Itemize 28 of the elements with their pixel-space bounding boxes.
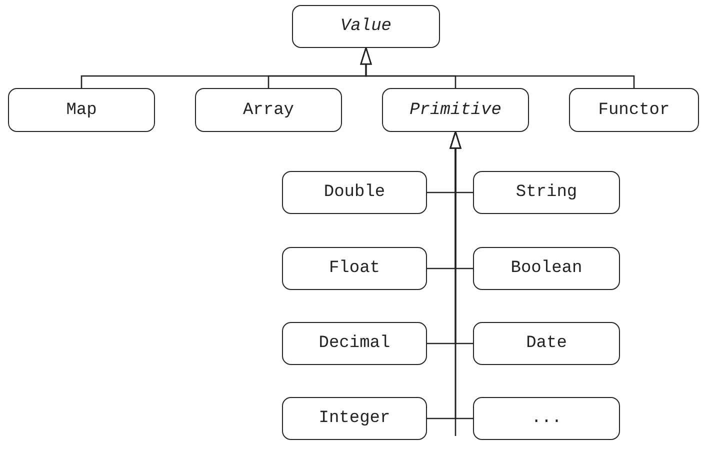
class-box [569, 88, 699, 132]
class-box [282, 171, 427, 214]
class-box [473, 171, 620, 214]
class-name: Float [328, 259, 380, 278]
class-name: Double [324, 183, 386, 202]
class-box [382, 88, 529, 132]
class-name: Primitive [410, 100, 502, 120]
class-box [282, 322, 427, 365]
class-box [195, 88, 342, 132]
class-name: Decimal [318, 334, 390, 353]
class-box [292, 5, 440, 48]
class-box [473, 322, 620, 365]
class-box [282, 397, 427, 440]
class-box [473, 247, 620, 290]
class-name: Array [242, 100, 294, 120]
inheritance-arrow [450, 131, 473, 420]
class-name: Date [526, 334, 567, 353]
class-name: String [516, 183, 578, 202]
class-name: Integer [318, 409, 390, 428]
class-box [282, 247, 427, 290]
class-box [8, 88, 155, 132]
class-name: Functor [598, 100, 670, 120]
class-name: Map [66, 100, 97, 120]
class-name: ... [531, 409, 562, 428]
class-name: Boolean [510, 259, 582, 278]
inheritance-arrow [360, 47, 635, 88]
class-box [473, 397, 620, 440]
class-name: Value [340, 17, 392, 36]
